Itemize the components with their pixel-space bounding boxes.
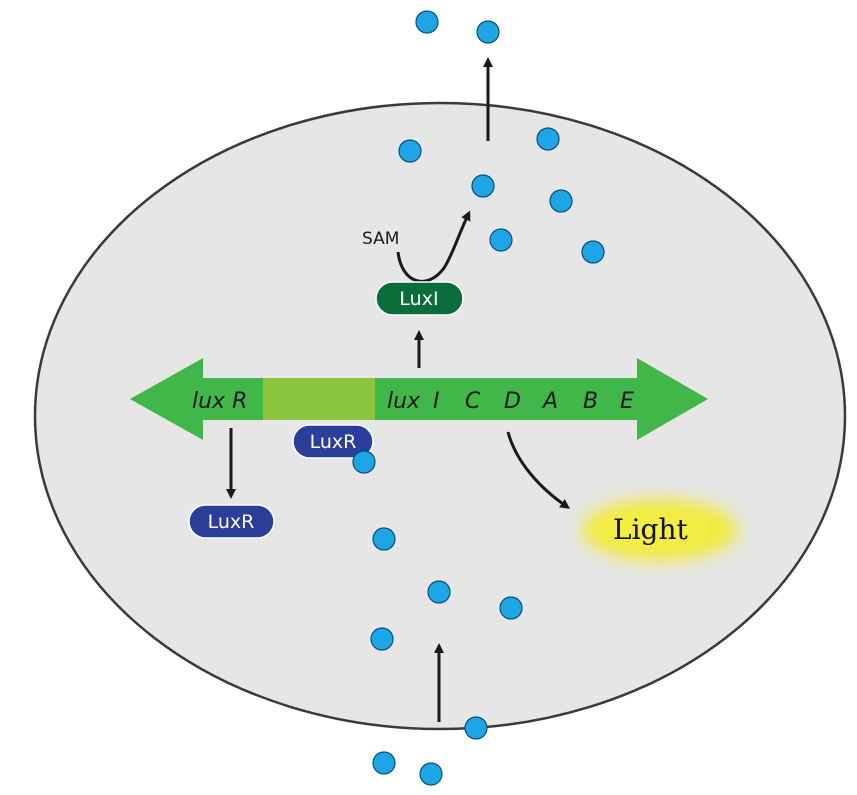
luxR-bound-protein bbox=[292, 424, 374, 459]
gene-letter-E: E bbox=[620, 389, 634, 414]
autoinducer-molecule bbox=[476, 20, 500, 44]
gene-letter-C: C bbox=[465, 389, 481, 414]
autoinducer-molecule-bound bbox=[352, 450, 376, 474]
light-glow-core bbox=[597, 512, 713, 548]
autoinducer-molecule bbox=[415, 10, 439, 34]
luxR-gene-label: lux R bbox=[192, 389, 247, 414]
light-label: Light bbox=[613, 513, 689, 546]
luxR-free-protein bbox=[188, 504, 275, 539]
autoinducer-molecule bbox=[372, 527, 396, 551]
sam-label: SAM bbox=[362, 229, 399, 249]
promoter-region bbox=[263, 378, 375, 420]
luxI-protein-label: LuxI bbox=[399, 288, 438, 310]
autoinducer-molecule bbox=[489, 228, 513, 252]
autoinducer-molecule bbox=[536, 127, 560, 151]
autoinducer-molecules bbox=[352, 10, 605, 786]
autoinducer-molecule bbox=[370, 627, 394, 651]
sam-synthesis-arrow bbox=[396, 210, 471, 283]
autoinducer-molecule bbox=[581, 240, 605, 264]
gene-letter-I: I bbox=[433, 389, 440, 414]
gene-letter-A: A bbox=[541, 389, 558, 414]
gene-letter-B: B bbox=[583, 389, 598, 414]
luxR-free-protein-label: LuxR bbox=[208, 511, 255, 533]
lux-operon-prefix: lux bbox=[387, 389, 421, 414]
autoinducer-molecule bbox=[549, 189, 573, 213]
autoinducer-molecule bbox=[372, 751, 396, 775]
gene-letter-D: D bbox=[504, 389, 521, 414]
autoinducer-molecule bbox=[427, 580, 451, 604]
light-production-arrow bbox=[506, 431, 571, 509]
luxR-bound-protein-label: LuxR bbox=[310, 431, 357, 453]
autoinducer-molecule bbox=[398, 139, 422, 163]
luxI-protein bbox=[375, 281, 464, 316]
autoinducer-molecule bbox=[471, 174, 495, 198]
autoinducer-molecule bbox=[419, 762, 443, 786]
autoinducer-molecule bbox=[464, 716, 488, 740]
autoinducer-molecule bbox=[499, 596, 523, 620]
